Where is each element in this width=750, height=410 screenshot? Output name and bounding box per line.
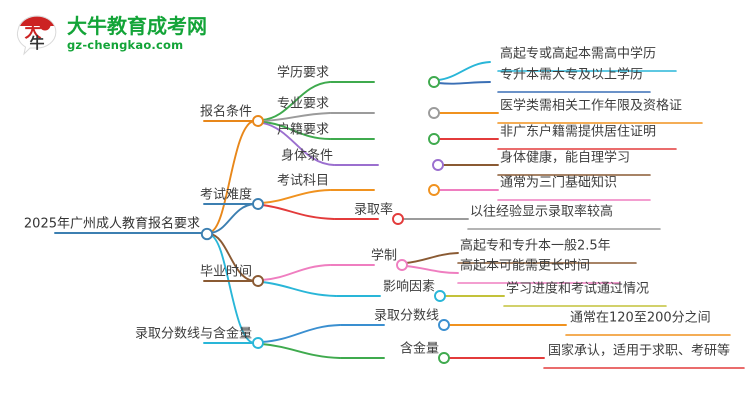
link-s1-l2	[437, 81, 491, 85]
link-b1-c1	[261, 81, 331, 121]
leaf-label-7[interactable]: 以往经验显示录取率较高	[470, 204, 614, 220]
sub-label-考试科目[interactable]: 考试科目	[276, 173, 329, 189]
node-dot-录取率	[392, 213, 404, 225]
sub-label-专业要求[interactable]: 专业要求	[276, 96, 329, 112]
node-dot-branch3	[252, 275, 264, 287]
leaf-label-6[interactable]: 通常为三门基础知识	[500, 175, 618, 191]
leaf-label-10[interactable]: 学习进度和考试通过情况	[506, 281, 650, 297]
leaf-label-3[interactable]: 医学类需相关工作年限及资格证	[500, 98, 683, 114]
link-b1-c2	[261, 112, 331, 122]
svg-text:大: 大	[25, 21, 42, 42]
leaf-label-12[interactable]: 国家承认，适用于求职、考研等	[548, 343, 731, 359]
node-dot-branch1	[252, 115, 264, 127]
link-b3-c1	[261, 264, 331, 281]
link-b2-c1	[261, 189, 331, 204]
leaf-label-4[interactable]: 非广东户籍需提供居住证明	[500, 124, 657, 140]
node-dot-branch2	[252, 198, 264, 210]
branch-label-考试难度[interactable]: 考试难度	[199, 187, 252, 203]
link-b3-c2	[261, 281, 337, 297]
sub-label-影响因素[interactable]: 影响因素	[382, 279, 435, 295]
link-root-1	[209, 120, 255, 233]
node-dot-专业要求	[428, 107, 440, 119]
node-dot-root	[200, 227, 214, 241]
svg-text:牛: 牛	[29, 34, 44, 52]
link-s7-l1	[405, 252, 459, 264]
node-dot-影响因素	[434, 290, 446, 302]
node-dot-branch4	[252, 337, 264, 349]
sub-label-身体条件[interactable]: 身体条件	[280, 148, 333, 164]
brand-text: 大牛教育成考网 gz-chengkao.com	[67, 16, 207, 52]
link-root-2	[209, 203, 255, 234]
sub-label-含金量[interactable]: 含金量	[399, 341, 439, 357]
node-dot-学历要求	[428, 76, 440, 88]
node-dot-身体条件	[432, 159, 444, 171]
link-b4-c1	[261, 324, 341, 343]
node-dot-录取分数线	[438, 319, 450, 331]
node-dot-学制	[396, 259, 408, 271]
brand-name: 大牛教育成考网	[67, 14, 207, 39]
node-dot-考试科目	[428, 184, 440, 196]
leaf-label-5[interactable]: 身体健康，能自理学习	[500, 150, 631, 166]
site-logo: 大 牛 大牛教育成考网 gz-chengkao.com	[14, 12, 207, 56]
mindmap-root-label[interactable]: 2025年广州成人教育报名要求	[23, 216, 200, 232]
leaf-label-9[interactable]: 高起本可能需更长时间	[460, 258, 591, 274]
leaf-label-1[interactable]: 高起专或高起本需高中学历	[500, 46, 657, 62]
link-s1-l1	[437, 61, 491, 81]
branch-label-录取分数线与含金量[interactable]: 录取分数线与含金量	[134, 326, 252, 342]
node-dot-含金量	[438, 352, 450, 364]
link-root-3	[209, 233, 255, 282]
link-root-4	[209, 234, 255, 344]
sub-label-学历要求[interactable]: 学历要求	[276, 65, 329, 81]
daniu-logo-icon: 大 牛	[14, 12, 60, 56]
sub-label-学制[interactable]: 学制	[370, 248, 397, 264]
leaf-label-2[interactable]: 专升本需大专及以上学历	[500, 67, 644, 83]
leaf-label-8[interactable]: 高起专和专升本一般2.5年	[460, 238, 611, 254]
node-dot-户籍要求	[428, 133, 440, 145]
sub-label-户籍要求[interactable]: 户籍要求	[276, 122, 329, 138]
link-b2-c2	[261, 204, 335, 220]
link-b1-c3	[261, 121, 331, 140]
brand-url: gz-chengkao.com	[67, 38, 184, 53]
branch-label-毕业时间[interactable]: 毕业时间	[199, 264, 252, 280]
branch-label-报名条件[interactable]: 报名条件	[199, 104, 252, 120]
leaf-label-11[interactable]: 通常在120至200分之间	[570, 310, 711, 326]
sub-label-录取分数线[interactable]: 录取分数线	[373, 308, 439, 324]
link-b4-c2	[261, 343, 341, 359]
sub-label-录取率[interactable]: 录取率	[353, 202, 393, 218]
link-s7-l2	[405, 265, 459, 274]
link-b1-c4	[261, 122, 335, 166]
